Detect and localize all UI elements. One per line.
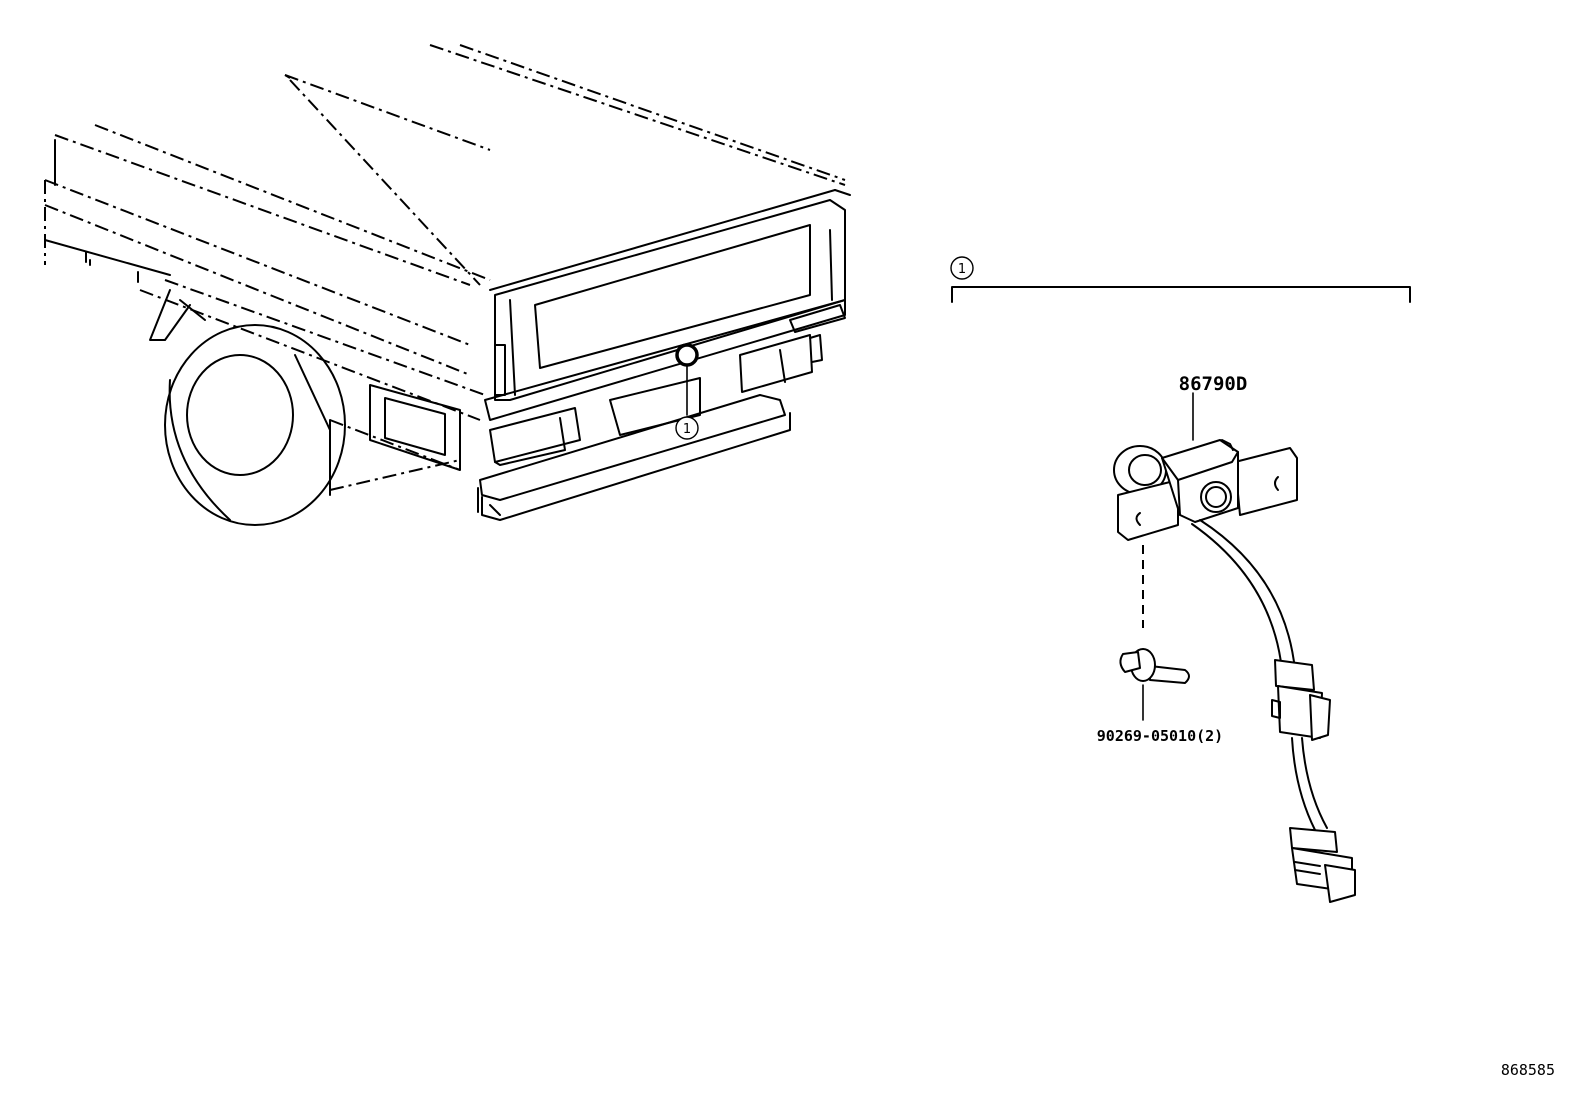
- part-label-camera: 86790D: [1179, 373, 1248, 395]
- part-label-clip: 90269-05010(2): [1097, 727, 1223, 745]
- truck-rear-illustration: [44, 44, 851, 526]
- callout-ref-truck-text: 1: [683, 422, 691, 437]
- callout-ref-assembly-text: 1: [958, 262, 966, 277]
- figure-code: 868585: [1501, 1061, 1555, 1079]
- camera-location-marker: [675, 343, 699, 367]
- assembly-bracket: 1: [950, 256, 1411, 303]
- callout-ref-truck: 1: [675, 416, 699, 440]
- camera-assembly-illustration: [1113, 392, 1356, 903]
- clip-illustration: [1119, 648, 1190, 721]
